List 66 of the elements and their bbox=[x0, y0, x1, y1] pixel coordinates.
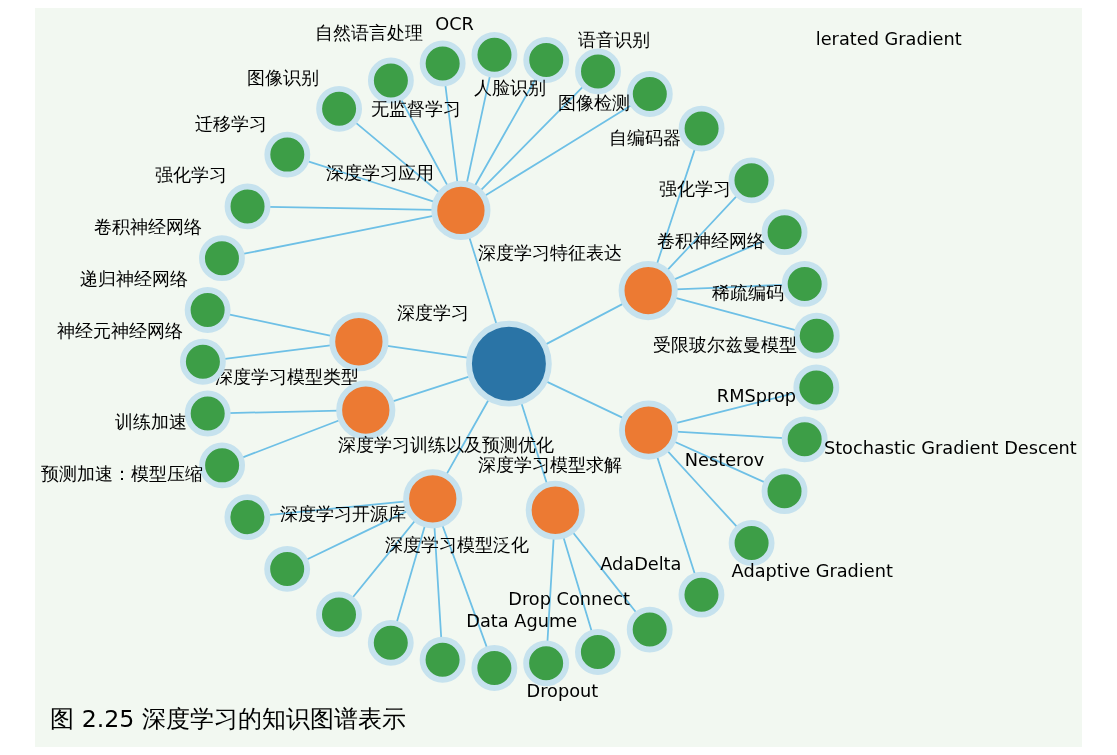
node-label: 无监督学习 bbox=[371, 98, 462, 119]
node-circle bbox=[367, 619, 414, 666]
node-label: 稀疏编码 bbox=[712, 282, 785, 303]
node-label: AdaDelta bbox=[600, 553, 682, 574]
node-label: 迁移学习 bbox=[195, 113, 268, 134]
node-circle bbox=[184, 287, 231, 333]
node-circle bbox=[316, 85, 363, 132]
node-circle bbox=[728, 157, 775, 204]
node-circle bbox=[264, 131, 311, 178]
node-label: Drop Connect bbox=[508, 588, 630, 609]
connector bbox=[479, 85, 585, 192]
node-label: 深度学习特征表达 bbox=[477, 242, 622, 263]
node-circle bbox=[419, 40, 466, 87]
node-label: 图像检测 bbox=[557, 92, 630, 113]
connector bbox=[350, 519, 417, 600]
node-label: 深度学习模型泛化 bbox=[384, 535, 529, 556]
node-circle bbox=[199, 235, 245, 282]
node-label: 训练加速 bbox=[115, 412, 188, 433]
node-label: 自然语言处理 bbox=[314, 22, 423, 43]
node-label: 深度学习模型求解 bbox=[478, 454, 623, 475]
node-label: 递归神经网络 bbox=[79, 268, 188, 289]
connector bbox=[665, 194, 739, 272]
node-circle bbox=[419, 636, 466, 683]
node-label: 图像识别 bbox=[246, 67, 319, 88]
node-circle bbox=[431, 180, 491, 241]
node-label: 卷积神经网络 bbox=[93, 217, 202, 238]
node-label: 深度学习开源库 bbox=[280, 504, 407, 525]
node-circle bbox=[575, 629, 621, 675]
node-circle bbox=[471, 645, 518, 691]
node-label: 预测加速：模型压缩 bbox=[40, 464, 203, 485]
node-circle bbox=[471, 31, 518, 78]
node-label: Stochastic Gradient Descent bbox=[823, 438, 1077, 459]
node-circle bbox=[793, 364, 840, 411]
node-label: Nesterov bbox=[684, 450, 765, 471]
node-label: 自编码器 bbox=[609, 127, 682, 148]
node-label: Adaptive Gradient bbox=[731, 561, 893, 582]
node-label: Dropout bbox=[526, 681, 599, 702]
node-circle bbox=[264, 546, 311, 592]
node-label: 强化学习 bbox=[155, 165, 228, 186]
node-circle bbox=[224, 183, 271, 230]
node-circle bbox=[678, 571, 725, 618]
node-label: 深度学习应用 bbox=[326, 162, 435, 183]
node-circle bbox=[316, 591, 362, 638]
node-label: 深度学习训练以及预测优化 bbox=[338, 434, 555, 455]
node-circle bbox=[626, 606, 673, 653]
node-label: RMSprop bbox=[716, 386, 796, 407]
node-label: OCR bbox=[435, 13, 474, 34]
caption: 图 2.25 深度学习的知识图谱表示 bbox=[50, 705, 406, 734]
node-circle bbox=[575, 48, 621, 95]
node-circle bbox=[466, 320, 552, 407]
node-label: 神经元神经网络 bbox=[57, 320, 184, 341]
node-circle bbox=[781, 261, 828, 307]
node-label: 人脸识别 bbox=[474, 78, 546, 99]
node-circle bbox=[224, 494, 271, 541]
node-label: 卷积神经网络 bbox=[656, 231, 765, 252]
label: lerated Gradient bbox=[815, 29, 962, 50]
connector bbox=[666, 449, 739, 529]
node-label: 语音识别 bbox=[578, 30, 651, 51]
node-circle bbox=[618, 261, 678, 321]
node-label: Data Agume bbox=[466, 610, 578, 631]
node-label: 受限玻尔兹曼模型 bbox=[653, 334, 798, 355]
node-circle bbox=[761, 468, 808, 515]
node-label: 强化学习 bbox=[659, 179, 732, 200]
node-label: 深度学习 bbox=[396, 302, 469, 323]
node-circle bbox=[184, 390, 231, 437]
node-circle bbox=[678, 105, 725, 152]
